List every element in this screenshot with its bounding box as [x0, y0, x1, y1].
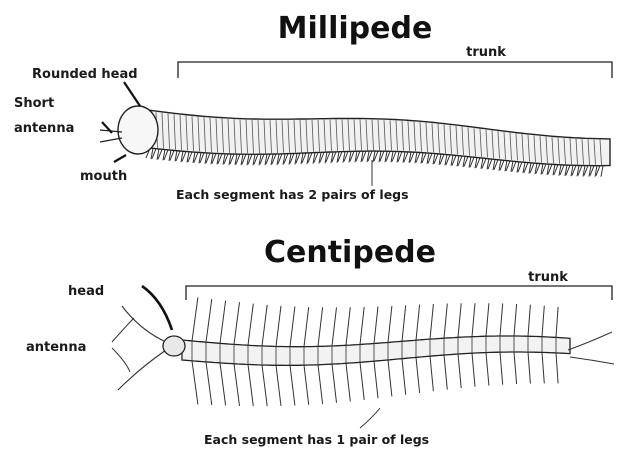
- centipede-trunk-bracket: [186, 286, 612, 300]
- centipede-tail: [568, 332, 614, 364]
- millipede-rounded-head-label: Rounded head: [32, 67, 138, 82]
- millipede-trunk-label: trunk: [466, 45, 506, 60]
- mouth-leader: [114, 155, 126, 162]
- centipede-segment-note: Each segment has 1 pair of legs: [204, 432, 429, 447]
- centipede-segment-leader: [360, 408, 380, 428]
- centipede-head: [163, 336, 185, 356]
- centipede-head-label: head: [68, 284, 104, 299]
- millipede-title: Millipede: [278, 11, 433, 46]
- centipede-antennae: [118, 306, 166, 390]
- millipede-short-label: Short: [14, 96, 54, 111]
- centipede-trunk-label: trunk: [528, 270, 568, 285]
- centipede-head-leader: [142, 286, 172, 330]
- millipede-head: [118, 106, 158, 154]
- millipede-segment-note: Each segment has 2 pairs of legs: [176, 187, 409, 202]
- millipede-antenna-label: antenna: [14, 121, 74, 136]
- rounded-head-leader: [124, 82, 140, 106]
- centipede-antenna-label: antenna: [26, 340, 86, 355]
- centipede-body: [182, 336, 570, 365]
- millipede-mouth-label: mouth: [80, 169, 127, 184]
- centipede-title: Centipede: [264, 235, 436, 270]
- antenna-leader: [102, 122, 112, 133]
- centipede-antenna-leader: [112, 318, 134, 372]
- millipede-trunk-bracket: [178, 62, 612, 78]
